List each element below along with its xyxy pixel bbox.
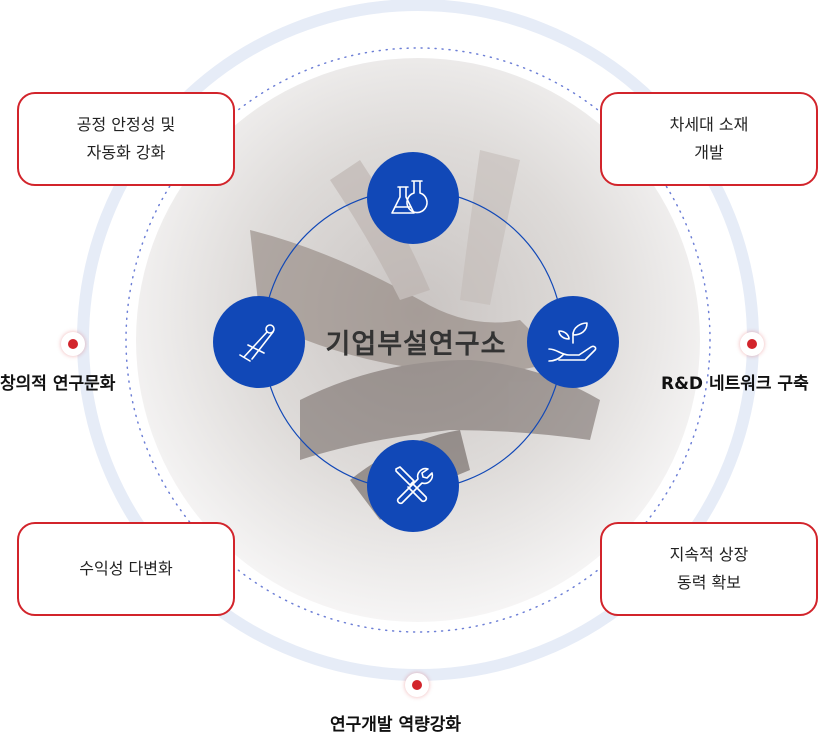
- label-rd-network: R&D 네트워크 구축: [661, 374, 809, 394]
- flask-icon: [391, 180, 428, 214]
- node-bottom: [367, 440, 459, 532]
- box-next-gen-material: 차세대 소재 개발: [600, 92, 818, 186]
- box-process-automation: 공정 안정성 및 자동화 강화: [17, 92, 235, 186]
- box-text-line: 공정 안정성 및: [76, 115, 176, 134]
- tools-icon: [395, 466, 434, 505]
- box-text-line: 자동화 강화: [86, 143, 166, 162]
- label-rd-capability: 연구개발 역량강화: [330, 715, 462, 735]
- box-profit-diversification: 수익성 다변화: [17, 522, 235, 616]
- plant-hand-icon: [548, 322, 597, 362]
- node-right: [527, 296, 619, 388]
- marker-bottom-dot: [405, 673, 429, 697]
- center-title: 기업부설연구소: [325, 329, 507, 360]
- dotted-ring: [125, 47, 711, 633]
- marker-right-dot: [740, 332, 764, 356]
- box-text-line: 개발: [694, 143, 724, 162]
- node-left: [213, 296, 305, 388]
- box-text-line: 수익성 다변화: [79, 559, 173, 578]
- box-growth-engine: 지속적 상장 동력 확보: [600, 522, 818, 616]
- node-top: [367, 152, 459, 244]
- box-text-line: 차세대 소재: [669, 115, 749, 134]
- box-text-line: 지속적 상장: [669, 545, 749, 564]
- hands-silhouette: [250, 150, 600, 520]
- compass-icon: [239, 324, 275, 362]
- marker-left-dot: [61, 332, 85, 356]
- box-text-line: 동력 확보: [677, 573, 741, 592]
- label-creative-culture: 창의적 연구문화: [0, 374, 116, 394]
